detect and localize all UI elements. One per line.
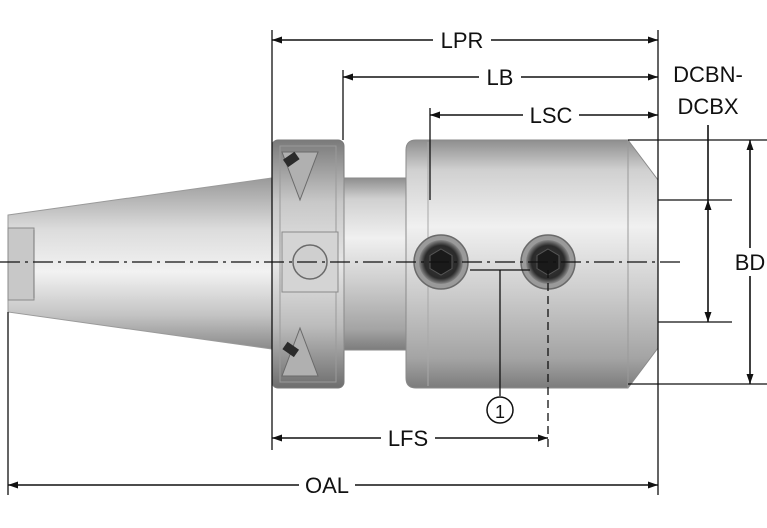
neck — [343, 177, 407, 351]
taper-tip — [7, 227, 35, 301]
label-lb: LB — [487, 65, 514, 90]
label-dcbx: DCBX — [677, 94, 738, 119]
label-lsc: LSC — [530, 103, 573, 128]
dimension-labels: LPR LB LSC LFS OAL DCBN- DCBX BD — [299, 26, 767, 499]
label-dcbn: DCBN- — [673, 62, 743, 87]
tool-body — [7, 139, 659, 389]
label-bd: BD — [735, 250, 766, 275]
label-lfs: LFS — [388, 426, 428, 451]
callout-number: 1 — [495, 402, 505, 422]
callout-circle — [486, 396, 514, 424]
label-oal: OAL — [305, 473, 349, 498]
extension-lines — [7, 30, 767, 495]
label-lpr: LPR — [441, 28, 484, 53]
taper-shank — [7, 177, 273, 350]
callout-leader — [470, 269, 530, 396]
